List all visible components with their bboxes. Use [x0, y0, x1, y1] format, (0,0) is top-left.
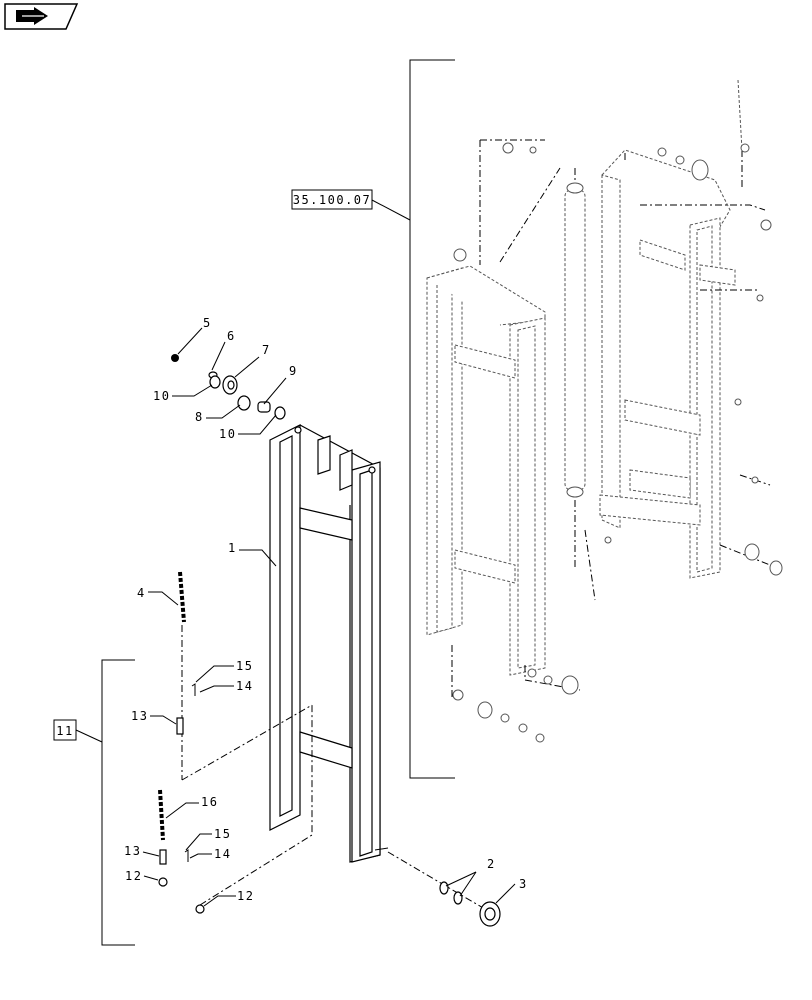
callout-label: 5: [203, 316, 212, 330]
mast-channel-part-1: [269, 424, 389, 863]
callout-label: 12: [125, 869, 142, 883]
mast-assembly-background: [371, 59, 783, 779]
callout-label: 14: [236, 679, 253, 693]
callout-label: 6: [227, 329, 236, 343]
assembly-ref-label: 35.100.07: [293, 193, 372, 207]
callout-label: 14: [214, 847, 231, 861]
roller-hardware-group: [171, 354, 286, 420]
bottom-roller-group: [387, 851, 501, 927]
callout-label: 12: [237, 889, 254, 903]
callout-label: 7: [262, 343, 271, 357]
kit-ref-box[interactable]: 11: [53, 719, 77, 741]
callout-label: 10: [219, 427, 236, 441]
back-arrow-icon[interactable]: [4, 3, 79, 30]
kit-ref-label: 11: [56, 724, 73, 738]
callout-label: 13: [131, 709, 148, 723]
callout-labels: 1 2 3 4 5 6 7 8 9 10 10 12: [124, 316, 528, 907]
callout-label: 10: [153, 389, 170, 403]
callout-label: 15: [214, 827, 231, 841]
callout-label: 2: [487, 857, 496, 871]
callout-label: 9: [289, 364, 298, 378]
callout-label: 4: [137, 586, 146, 600]
chain-anchor-group: [158, 571, 313, 914]
kit-bracket: [101, 659, 135, 946]
callout-label: 13: [124, 844, 141, 858]
assembly-ref-box[interactable]: 35.100.07: [291, 189, 373, 210]
callout-label: 3: [519, 877, 528, 891]
callout-label: 8: [195, 410, 204, 424]
callout-label: 1: [228, 541, 237, 555]
callout-label: 15: [236, 659, 253, 673]
callout-label: 16: [201, 795, 218, 809]
